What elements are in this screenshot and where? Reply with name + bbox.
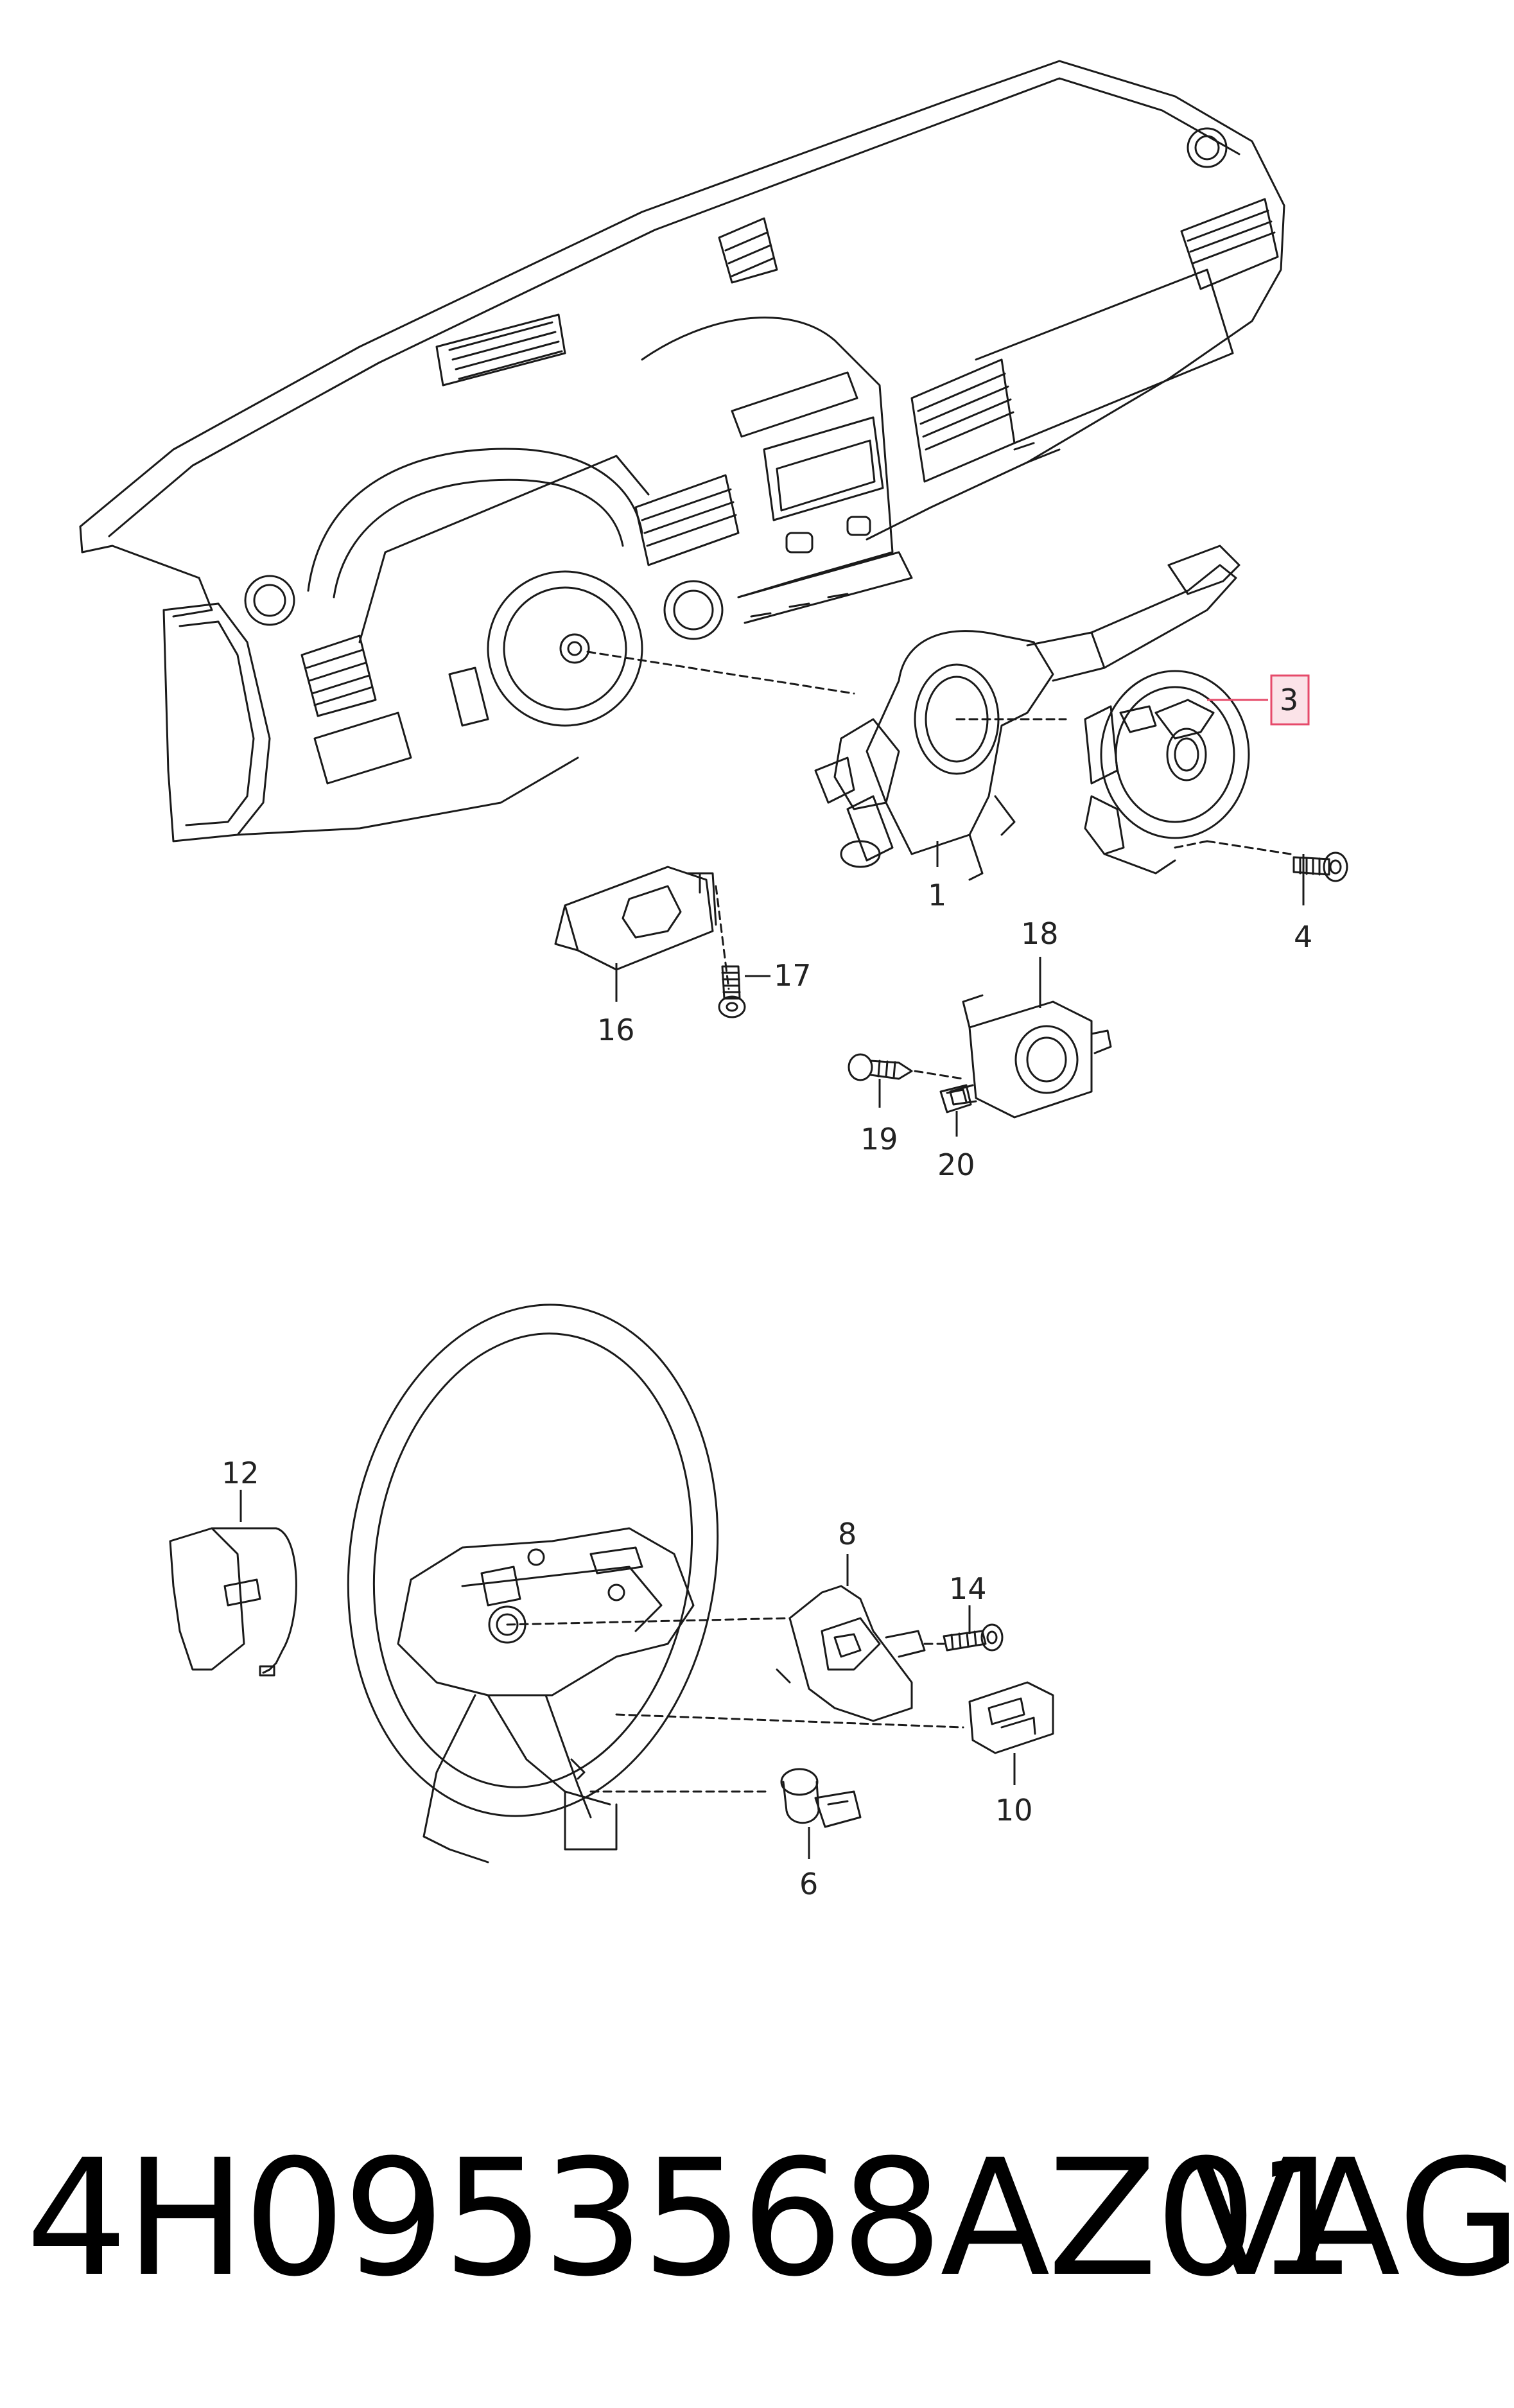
part-19-screw — [848, 1053, 964, 1081]
callout-leaders — [239, 699, 1305, 1859]
part-17-screw — [718, 965, 746, 1018]
part-16-switch-cover — [554, 866, 730, 990]
part-6-connector — [780, 1768, 862, 1828]
callout-3-highlight — [1270, 674, 1310, 726]
part-number: 4H0953568AZ01 — [26, 2125, 1357, 2312]
part-3-clock-spring — [1084, 670, 1292, 875]
part-18-sensor — [949, 994, 1112, 1119]
callout-6: 6 — [799, 1867, 818, 1901]
callout-16: 16 — [597, 1013, 635, 1047]
steering-wheel-illustration — [347, 1304, 964, 1863]
callout-18: 18 — [1021, 916, 1059, 951]
callout-4: 4 — [1294, 920, 1312, 954]
callout-10: 10 — [995, 1793, 1033, 1828]
part-10-switch — [968, 1681, 1054, 1754]
part-1-column-switch — [586, 545, 1240, 881]
callout-12: 12 — [222, 1456, 259, 1490]
brand-label: VAG — [1191, 2125, 1514, 2312]
callout-14: 14 — [949, 1571, 987, 1606]
dashboard-illustration — [79, 60, 1285, 842]
callout-1: 1 — [928, 878, 946, 912]
callout-19: 19 — [860, 1122, 898, 1156]
part-4-bolt — [1292, 851, 1348, 882]
callout-labels: 1 3 4 16 17 18 19 20 12 8 14 10 6 — [222, 683, 1312, 1901]
callout-20: 20 — [937, 1147, 975, 1182]
part-20-clip — [939, 1084, 972, 1113]
callout-8: 8 — [838, 1517, 857, 1551]
part-12-trim — [169, 1527, 297, 1677]
callout-17: 17 — [774, 958, 812, 993]
part-14-screw — [943, 1623, 1004, 1652]
callout-3: 3 — [1280, 683, 1298, 717]
part-8-switch-module — [776, 1585, 945, 1722]
